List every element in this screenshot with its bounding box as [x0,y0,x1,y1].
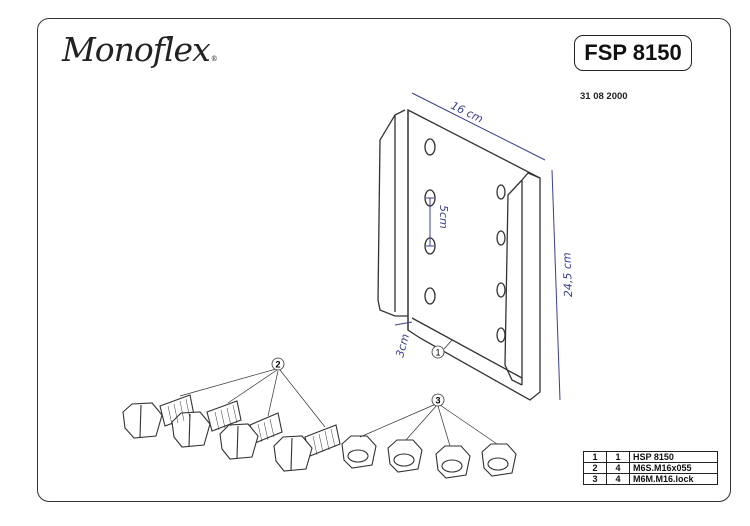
brand-logo: Monoflex® [62,30,218,69]
dimension-annotations [394,92,561,401]
parts-row: 2 4 M6S.M16x055 [583,462,718,474]
height-annotation: 24,5 cm [560,252,575,297]
parts-row: 3 4 M6M.M16.lock [583,473,718,485]
callout-bolts-number: 2 [275,360,280,370]
drawing-date: 31 08 2000 [580,91,628,102]
width-annotation: 16 cm [449,99,485,126]
callout-plate: 1 [431,339,453,359]
nut [341,435,377,469]
nut [387,439,423,473]
parts-list: 1 1 HSP 8150 2 4 M6S.M16x055 3 4 M6M.M16… [583,451,718,485]
height-dimension-line [551,169,561,401]
nut [481,443,517,477]
nut-set [341,435,517,479]
product-code: FSP 8150 [574,35,692,71]
part-item: 1 [583,451,607,463]
callout-nuts: 3 [359,393,498,447]
edge-annotation: 3cm [393,332,412,358]
callout-bolts: 2 [179,357,326,428]
part-description: M6S.M16x055 [629,462,718,474]
callout-nuts-number: 3 [435,396,440,406]
part-qty: 1 [606,451,630,463]
part-item: 3 [583,473,607,485]
hole-spacing-annotation: 5cm [437,205,450,229]
bolt [171,400,242,448]
parts-row: 1 1 HSP 8150 [583,451,718,463]
width-dimension-line [411,92,546,161]
edge-dimension-line [394,321,413,326]
part-qty: 4 [606,462,630,474]
registered-mark: ® [210,55,218,63]
part-item: 2 [583,462,607,474]
bolt [273,424,341,472]
nut [435,445,471,479]
part-description: M6M.M16.lock [629,473,718,485]
callout-plate-number: 1 [435,348,440,358]
bolt [219,412,283,460]
part-qty: 4 [606,473,630,485]
mounting-plate [377,108,541,401]
part-description: HSP 8150 [629,451,718,463]
bolt-set [122,394,341,472]
brand-name: Monoflex [62,30,211,69]
drawing-frame [37,18,731,502]
bolt [122,394,195,439]
